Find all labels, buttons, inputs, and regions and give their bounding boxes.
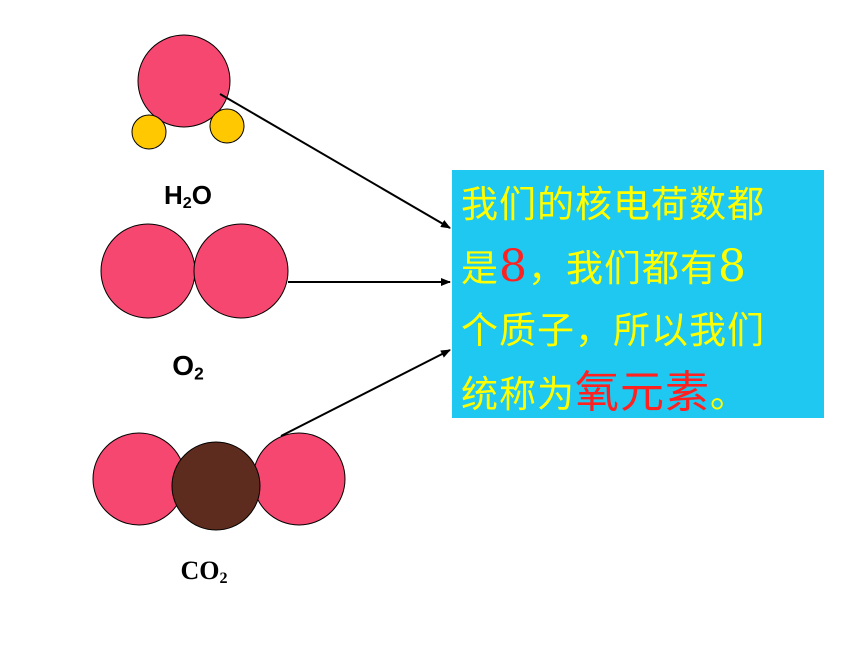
- oxygen-element-term: 氧元素: [575, 367, 710, 418]
- info-line-2: 是8，我们都有8: [461, 236, 824, 300]
- h2o-molecule: [131, 34, 245, 150]
- arrow-co2-to-box: [280, 349, 451, 437]
- o2-formula-label: O2: [128, 350, 248, 382]
- co2-molecule: [92, 432, 346, 531]
- h2o-oxygen-atom: [137, 34, 231, 128]
- o2-subscript: 2: [194, 363, 204, 384]
- info-line-1: 我们的核电荷数都: [461, 183, 765, 226]
- o2-symbol-o: O: [172, 350, 195, 381]
- h2o-formula-label: H2O: [128, 180, 248, 211]
- info-line-2-text-b: ，我们都有: [528, 247, 718, 290]
- o2-oxygen-atom-left: [100, 223, 196, 319]
- o2-oxygen-atom-right: [193, 223, 289, 319]
- info-line-4: 统称为氧元素。: [461, 362, 824, 426]
- co2-oxygen-atom-left: [92, 432, 186, 526]
- oxygen-element-info-box: 我们的核电荷数都 是8，我们都有8 个质子，所以我们 统称为氧元素。: [452, 170, 824, 418]
- co2-subscript: 2: [219, 570, 228, 588]
- co2-formula-label: CO2: [144, 556, 264, 588]
- h2o-hydrogen-atom-left: [131, 114, 167, 150]
- co2-oxygen-atom-right: [252, 432, 346, 526]
- info-line-3: 个质子，所以我们: [461, 309, 765, 352]
- co2-symbol-co: CO: [180, 556, 220, 585]
- info-line-4-text: 统称为: [461, 373, 575, 416]
- proton-number: 8: [718, 241, 747, 292]
- co2-carbon-atom: [171, 441, 261, 531]
- h2o-subscript: 2: [182, 194, 192, 213]
- h2o-symbol-o: O: [191, 180, 212, 210]
- arrow-h2o-to-box: [219, 93, 451, 229]
- info-line-4-period: 。: [710, 373, 748, 416]
- charge-number: 8: [499, 241, 528, 292]
- h2o-symbol-h: H: [164, 180, 183, 210]
- o2-molecule: [100, 223, 289, 319]
- h2o-hydrogen-atom-right: [209, 108, 245, 144]
- info-line-2-text-a: 是: [461, 247, 499, 290]
